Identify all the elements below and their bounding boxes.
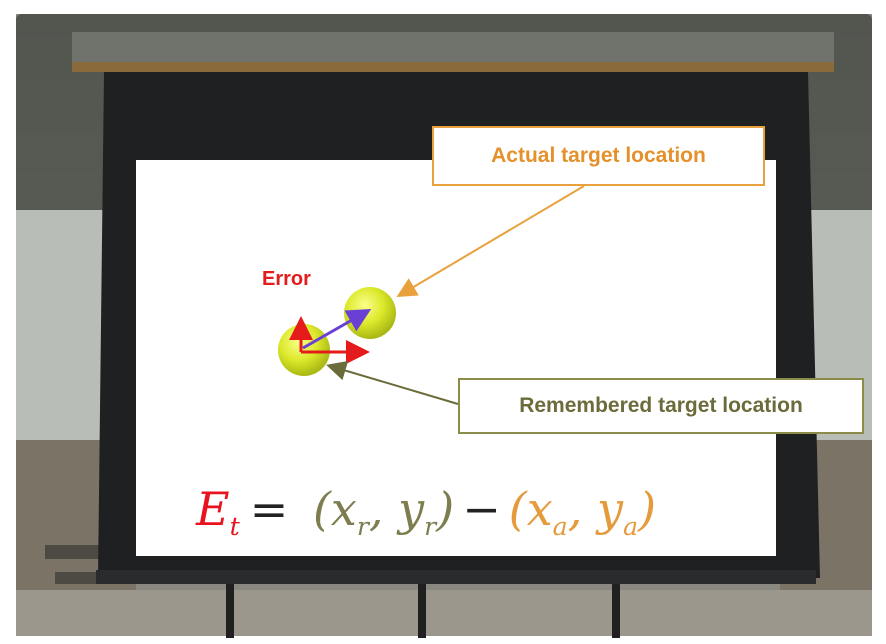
error-label: Error: [262, 268, 311, 290]
screen-bottom-bar: [96, 570, 816, 584]
equation-equals: =: [249, 482, 289, 536]
remembered-target-ball: [278, 324, 330, 376]
stand-leg-center: [418, 584, 426, 638]
left-wall-sign-2: [55, 572, 105, 584]
stand-leg-left: [226, 584, 234, 638]
error-equation: Et= (xr, yr)−(xa, ya): [196, 482, 656, 541]
projection-area: [136, 160, 776, 556]
left-wall-sign: [45, 545, 115, 559]
actual-target-ball: [344, 287, 396, 339]
equation-remembered-term: (xr, yr): [312, 482, 455, 542]
actual-pointer-arrow: [396, 185, 585, 298]
remembered-target-label: Remembered target location: [458, 378, 864, 434]
floor: [16, 590, 872, 636]
stand-leg-right: [612, 584, 620, 638]
equation-actual-term: (xa, ya): [508, 482, 657, 542]
remembered-pointer-arrow: [326, 360, 459, 405]
equation-minus: −: [462, 482, 501, 536]
equation-lhs: Et: [196, 482, 240, 542]
housing-trim: [72, 62, 834, 72]
error-vector-arrow: [302, 309, 372, 350]
actual-target-label: Actual target location: [432, 126, 765, 186]
